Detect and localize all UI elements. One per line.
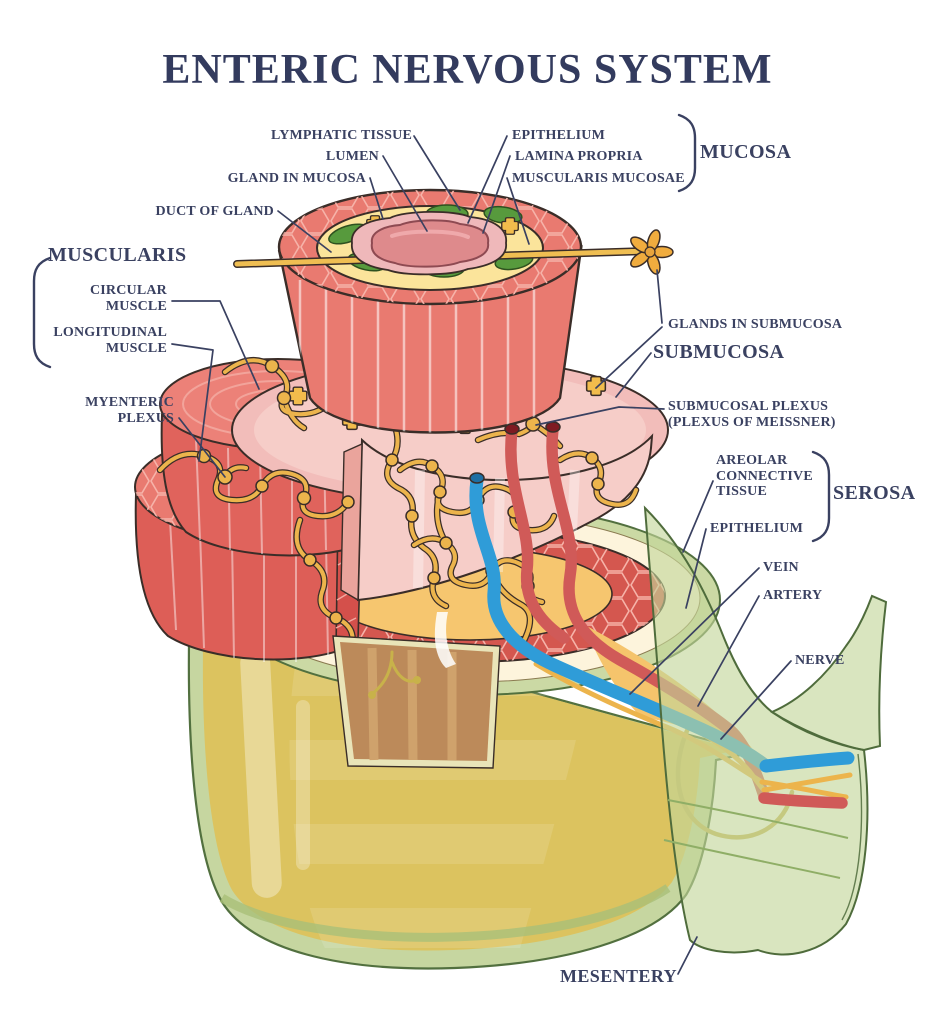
label-myenteric-plexus: MYENTERIC PLEXUS	[85, 395, 174, 426]
muscularis-bracket	[32, 256, 52, 369]
label-epithelium-serosa: EPITHELIUM	[710, 521, 804, 536]
label-lamina-propria: LAMINA PROPRIA	[515, 149, 643, 164]
label-epithelium-mucosa: EPITHELIUM	[512, 128, 606, 143]
label-vein: VEIN	[763, 560, 799, 575]
label-mucosa: MUCOSA	[700, 141, 792, 163]
serosa-bracket	[811, 450, 831, 543]
label-circular-muscle: CIRCULAR MUSCLE	[89, 283, 167, 314]
label-lymphatic-tissue: LYMPHATIC TISSUE	[270, 128, 412, 143]
label-serosa: SEROSA	[833, 482, 916, 504]
label-glands-in-submucosa: GLANDS IN SUBMUCOSA	[668, 317, 843, 332]
label-submucosa: SUBMUCOSA	[653, 341, 785, 363]
page-title: ENTERIC NERVOUS SYSTEM	[162, 47, 773, 93]
wall-window-graphic	[332, 612, 501, 769]
label-areolar-connective-tissue: AREOLAR CONNECTIVE TISSUE	[716, 453, 813, 499]
vessel-exits-graphic	[758, 751, 855, 809]
label-muscularis-mucosae: MUSCULARIS MUCOSAE	[512, 171, 685, 186]
label-longitudinal-muscle: LONGITUDINAL MUSCLE	[53, 325, 167, 356]
mucosa-cylinder-graphic	[233, 188, 674, 434]
label-duct-of-gland: DUCT OF GLAND	[155, 204, 274, 219]
leader-lines	[32, 113, 831, 975]
label-gland-in-mucosa: GLAND IN MUCOSA	[227, 171, 366, 186]
label-mesentery: MESENTERY	[560, 966, 677, 986]
mesentery-graphic	[643, 505, 888, 956]
label-submucosal-plexus: SUBMUCOSAL PLEXUS (PLEXUS OF MEISSNER)	[668, 399, 836, 430]
label-lumen: LUMEN	[325, 149, 379, 164]
label-artery: ARTERY	[763, 588, 823, 603]
mucosa-bracket	[677, 113, 697, 193]
lumen-graphic	[370, 219, 490, 268]
label-nerve: NERVE	[795, 653, 845, 668]
label-muscularis: MUSCULARIS	[48, 244, 187, 266]
